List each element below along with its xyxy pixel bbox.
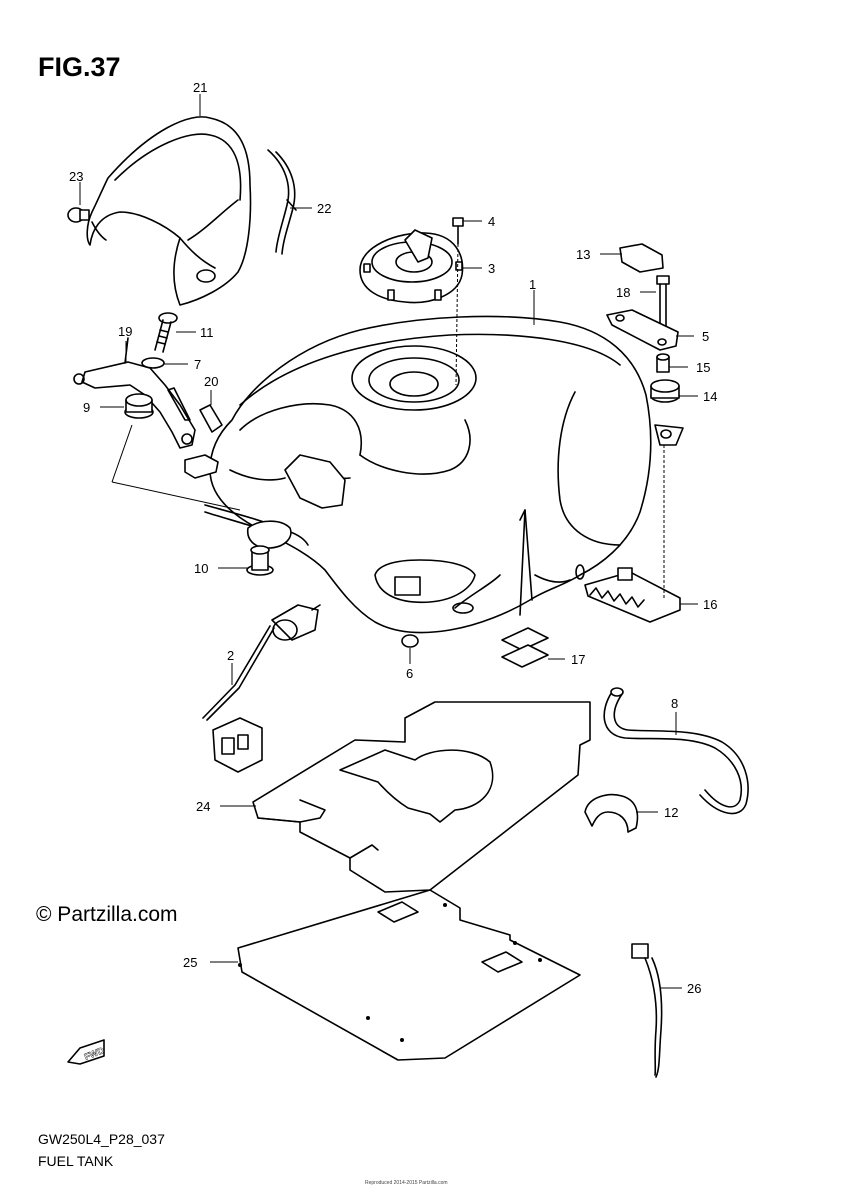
callout-14: 14 [703, 389, 717, 404]
part-16-cushion[interactable] [584, 567, 681, 623]
callout-19: 19 [118, 324, 132, 339]
part-18-bolt[interactable] [656, 275, 670, 329]
callout-leaders [79, 94, 698, 989]
callout-23: 23 [69, 169, 83, 184]
callout-2: 2 [227, 648, 234, 663]
callout-4: 4 [488, 214, 495, 229]
part-2-fuel-level-gauge[interactable] [202, 604, 321, 773]
callout-3: 3 [488, 261, 495, 276]
part-21-cowl[interactable] [86, 116, 252, 306]
callout-12: 12 [664, 805, 678, 820]
fine-print: Reproduced 2014-2015 Partzilla.com [365, 1180, 448, 1186]
callout-8: 8 [671, 696, 678, 711]
model-code: GW250L4_P28_037 [38, 1131, 165, 1147]
part-24-cover[interactable] [252, 701, 591, 893]
part-7-washer[interactable] [141, 357, 165, 369]
callout-26: 26 [687, 981, 701, 996]
part-14-cushion[interactable] [650, 379, 680, 403]
part-20-cushion[interactable] [199, 404, 223, 433]
callout-16: 16 [703, 597, 717, 612]
part-6-o-ring[interactable] [401, 634, 419, 648]
reference-line-left [111, 424, 241, 511]
part-4-bolt[interactable] [452, 217, 464, 245]
callout-25: 25 [183, 955, 197, 970]
figure-title: FIG.37 [38, 52, 121, 82]
part-19-bracket[interactable] [73, 337, 196, 449]
part-9-grommet[interactable] [124, 393, 154, 419]
callout-24: 24 [196, 799, 210, 814]
callout-22: 22 [317, 201, 331, 216]
fwd-arrow-icon: FWD [67, 1039, 106, 1065]
part-25-pad[interactable] [237, 889, 581, 1061]
part-5-bracket[interactable] [606, 309, 679, 351]
figure-caption: FUEL TANK [38, 1153, 114, 1169]
part-3-filler-cap[interactable] [359, 229, 464, 304]
callout-labels: 1 2 3 4 5 6 7 8 9 10 11 12 13 14 15 16 1… [69, 80, 717, 996]
callout-11: 11 [200, 325, 214, 340]
part-bracket-mount[interactable] [184, 454, 219, 479]
callout-18: 18 [616, 285, 630, 300]
callout-5: 5 [702, 329, 709, 344]
part-15-collar[interactable] [656, 353, 670, 373]
callout-17: 17 [571, 652, 585, 667]
callout-10: 10 [194, 561, 208, 576]
callout-15: 15 [696, 360, 710, 375]
part-10-grommet[interactable] [246, 545, 274, 576]
callout-21: 21 [193, 80, 207, 95]
part-8-hose[interactable] [603, 687, 749, 815]
part-13-cushion[interactable] [619, 243, 664, 273]
part-17-emblem[interactable] [501, 627, 549, 668]
part-22-strip[interactable] [267, 149, 297, 255]
part-1-fuel-tank[interactable] [204, 315, 684, 634]
part-11-screw[interactable] [154, 312, 178, 353]
reference-line-cap [455, 243, 459, 386]
callout-13: 13 [576, 247, 590, 262]
callout-7: 7 [194, 357, 201, 372]
part-23-grommet[interactable] [67, 207, 90, 223]
part-12-clamp[interactable] [584, 793, 639, 833]
callout-20: 20 [204, 374, 218, 389]
callout-6: 6 [406, 666, 413, 681]
callout-1: 1 [529, 277, 536, 292]
part-26-cable-tie[interactable] [631, 943, 663, 1078]
watermark: © Partzilla.com [36, 903, 178, 926]
callout-9: 9 [83, 400, 90, 415]
